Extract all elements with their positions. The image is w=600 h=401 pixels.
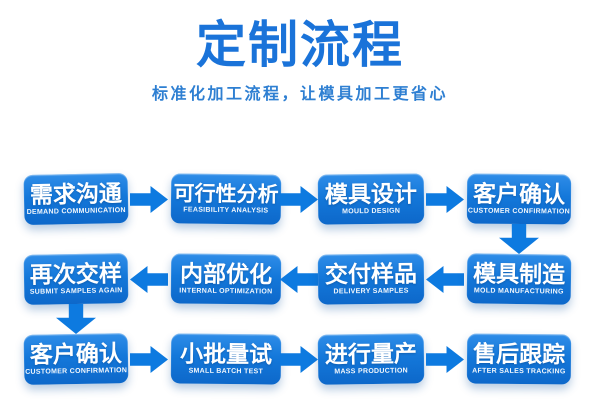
arrow-left-icon <box>130 266 168 293</box>
step-label-zh: 小批量试 <box>179 340 273 368</box>
flow-step-small-batch-test: 小批量试 SMALL BATCH TEST <box>170 333 282 385</box>
step-label-en: DELIVERY SAMPLES <box>333 287 409 296</box>
page-title: 定制流程 <box>196 17 404 73</box>
step-label-zh: 客户确认 <box>29 340 123 368</box>
arrow-down-icon <box>499 224 539 254</box>
flow-step-mould-design: 模具设计 MOULD DESIGN <box>317 173 425 225</box>
arrow-right-icon <box>130 346 168 373</box>
step-label-zh: 售后跟踪 <box>472 340 566 368</box>
step-label-zh: 交付样品 <box>324 260 418 288</box>
flow-step-customer-confirmation-1: 客户确认 CUSTOMER CONFIRMATION <box>466 173 572 225</box>
flow-step-feasibility-analysis: 可行性分析 FEASIBILITY ANALYSIS <box>170 173 282 225</box>
step-label-zh: 内部优化 <box>179 260 273 288</box>
flow-step-delivery-samples: 交付样品 DELIVERY SAMPLES <box>317 253 425 305</box>
step-label-en: FEASIBILITY ANALYSIS <box>183 206 269 215</box>
step-label-zh: 模具设计 <box>324 180 418 208</box>
step-label-en: DEMAND COMMUNICATION <box>26 206 126 217</box>
step-label-en: INTERNAL OPTIMIZATION <box>179 287 273 296</box>
flow-step-submit-samples-again: 再次交样 SUBMIT SAMPLES AGAIN <box>23 253 129 305</box>
flow-step-internal-optimization: 内部优化 INTERNAL OPTIMIZATION <box>170 253 282 305</box>
step-label-zh: 进行量产 <box>324 340 418 368</box>
arrow-right-icon <box>280 346 318 373</box>
step-label-zh: 需求沟通 <box>29 180 123 208</box>
step-label-zh: 模具制造 <box>472 260 566 288</box>
page-subtitle: 标准化加工流程，让模具加工更省心 <box>151 86 448 103</box>
step-label-en: MASS PRODUCTION <box>334 367 409 376</box>
arrow-left-icon <box>280 266 318 293</box>
flow-step-customer-confirmation-2: 客户确认 CUSTOMER CONFIRMATION <box>23 333 129 385</box>
step-label-en: AFTER SALES TRACKING <box>472 367 566 376</box>
flow-step-mold-manufacturing: 模具制造 MOLD MANUFACTURING <box>466 253 572 305</box>
step-label-en: CUSTOMER CONFIRMATION <box>467 207 570 216</box>
flow-step-after-sales-tracking: 售后跟踪 AFTER SALES TRACKING <box>466 333 572 385</box>
arrow-down-icon <box>56 304 96 334</box>
step-label-en: MOULD DESIGN <box>342 207 401 216</box>
arrow-right-icon <box>426 346 464 373</box>
arrow-right-icon <box>130 186 168 213</box>
arrow-right-icon <box>280 186 318 213</box>
step-label-en: SMALL BATCH TEST <box>188 367 264 376</box>
arrow-right-icon <box>426 186 464 213</box>
step-label-en: CUSTOMER CONFIRMATION <box>25 367 128 376</box>
step-label-en: SUBMIT SAMPLES AGAIN <box>29 287 123 296</box>
flow-step-mass-production: 进行量产 MASS PRODUCTION <box>317 333 425 385</box>
step-label-en: MOLD MANUFACTURING <box>473 287 564 296</box>
arrow-left-icon <box>426 266 464 293</box>
step-label-zh: 客户确认 <box>472 180 566 208</box>
flow-step-demand-communication: 需求沟通 DEMAND COMMUNICATION <box>23 172 129 226</box>
step-label-zh: 可行性分析 <box>173 182 279 207</box>
step-label-zh: 再次交样 <box>29 260 123 288</box>
